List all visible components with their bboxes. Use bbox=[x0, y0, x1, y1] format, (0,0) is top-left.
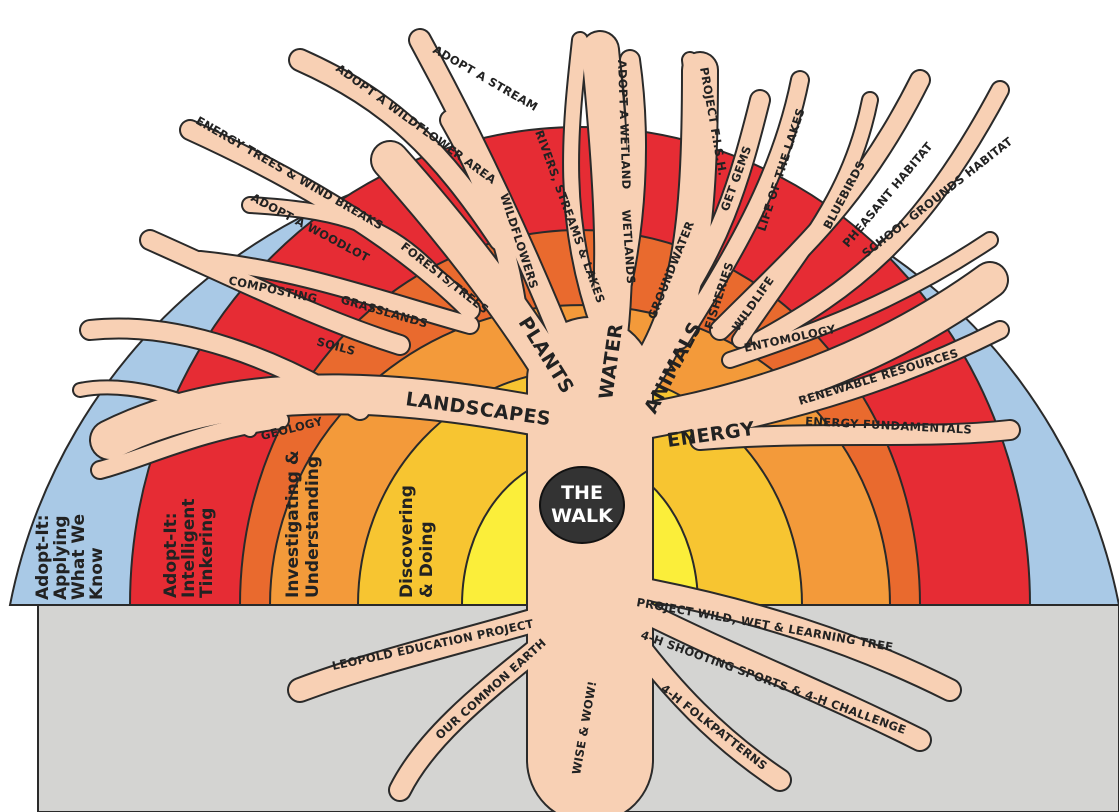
center-line-1: THE bbox=[561, 482, 603, 504]
band-red-line-2: Intelligent bbox=[179, 499, 199, 599]
the-walk-center: THE WALK bbox=[540, 467, 624, 543]
band-yellow-line-2: & Doing bbox=[417, 521, 437, 598]
band-label-red: Adopt-It: Intelligent Tinkering bbox=[161, 499, 217, 599]
band-sky-line-3: What We bbox=[69, 514, 89, 600]
band-sky-line-1: Adopt-It: bbox=[33, 514, 53, 600]
band-orange-line-1: Investigating & bbox=[283, 450, 303, 598]
band-red-line-3: Tinkering bbox=[197, 508, 217, 598]
band-red-line-1: Adopt-It: bbox=[161, 512, 181, 598]
band-sky-line-2: Applying bbox=[51, 515, 71, 600]
band-orange-line-2: Understanding bbox=[303, 456, 323, 598]
center-line-2: WALK bbox=[551, 505, 614, 527]
band-label-orange: Investigating & Understanding bbox=[283, 450, 323, 598]
band-yellow-line-1: Discovering bbox=[397, 485, 417, 598]
band-sky-line-4: Know bbox=[87, 547, 107, 600]
